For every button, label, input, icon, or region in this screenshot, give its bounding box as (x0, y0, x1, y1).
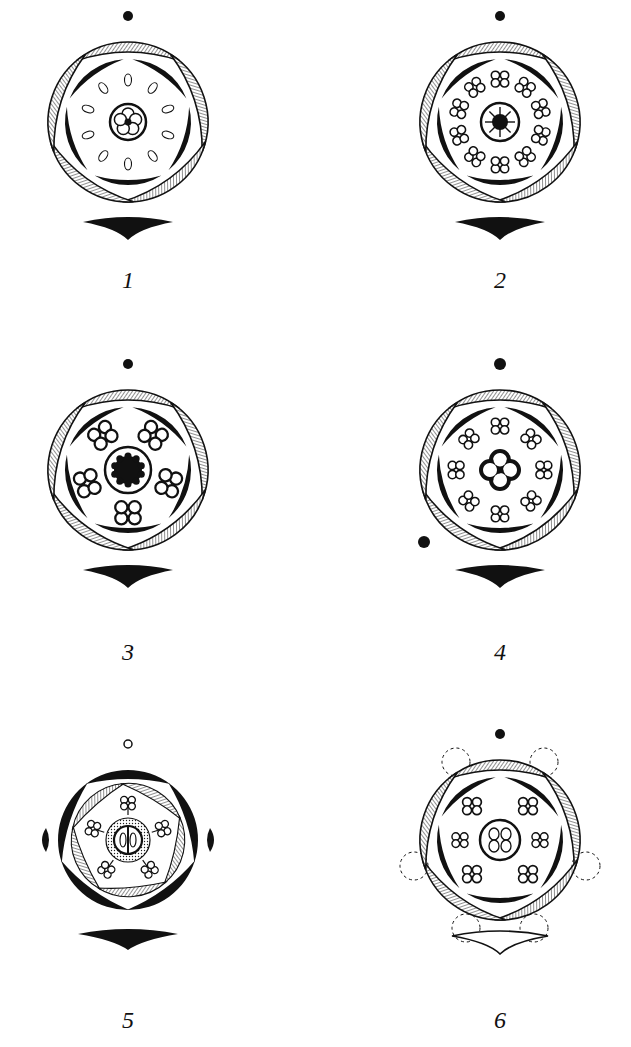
figure-number: 6 (494, 1008, 506, 1032)
figure-number: 1 (122, 268, 134, 292)
figure-number: 4 (494, 640, 506, 664)
figure-number: 2 (494, 268, 506, 292)
floral-diagram (36, 11, 220, 240)
floral-diagram (36, 359, 220, 588)
floral-diagram (408, 358, 592, 588)
floral-diagram (408, 11, 592, 240)
floral-diagram (400, 729, 600, 954)
figure-number: 3 (122, 640, 134, 664)
floral-diagram (42, 740, 214, 950)
figure-number: 5 (122, 1008, 134, 1032)
